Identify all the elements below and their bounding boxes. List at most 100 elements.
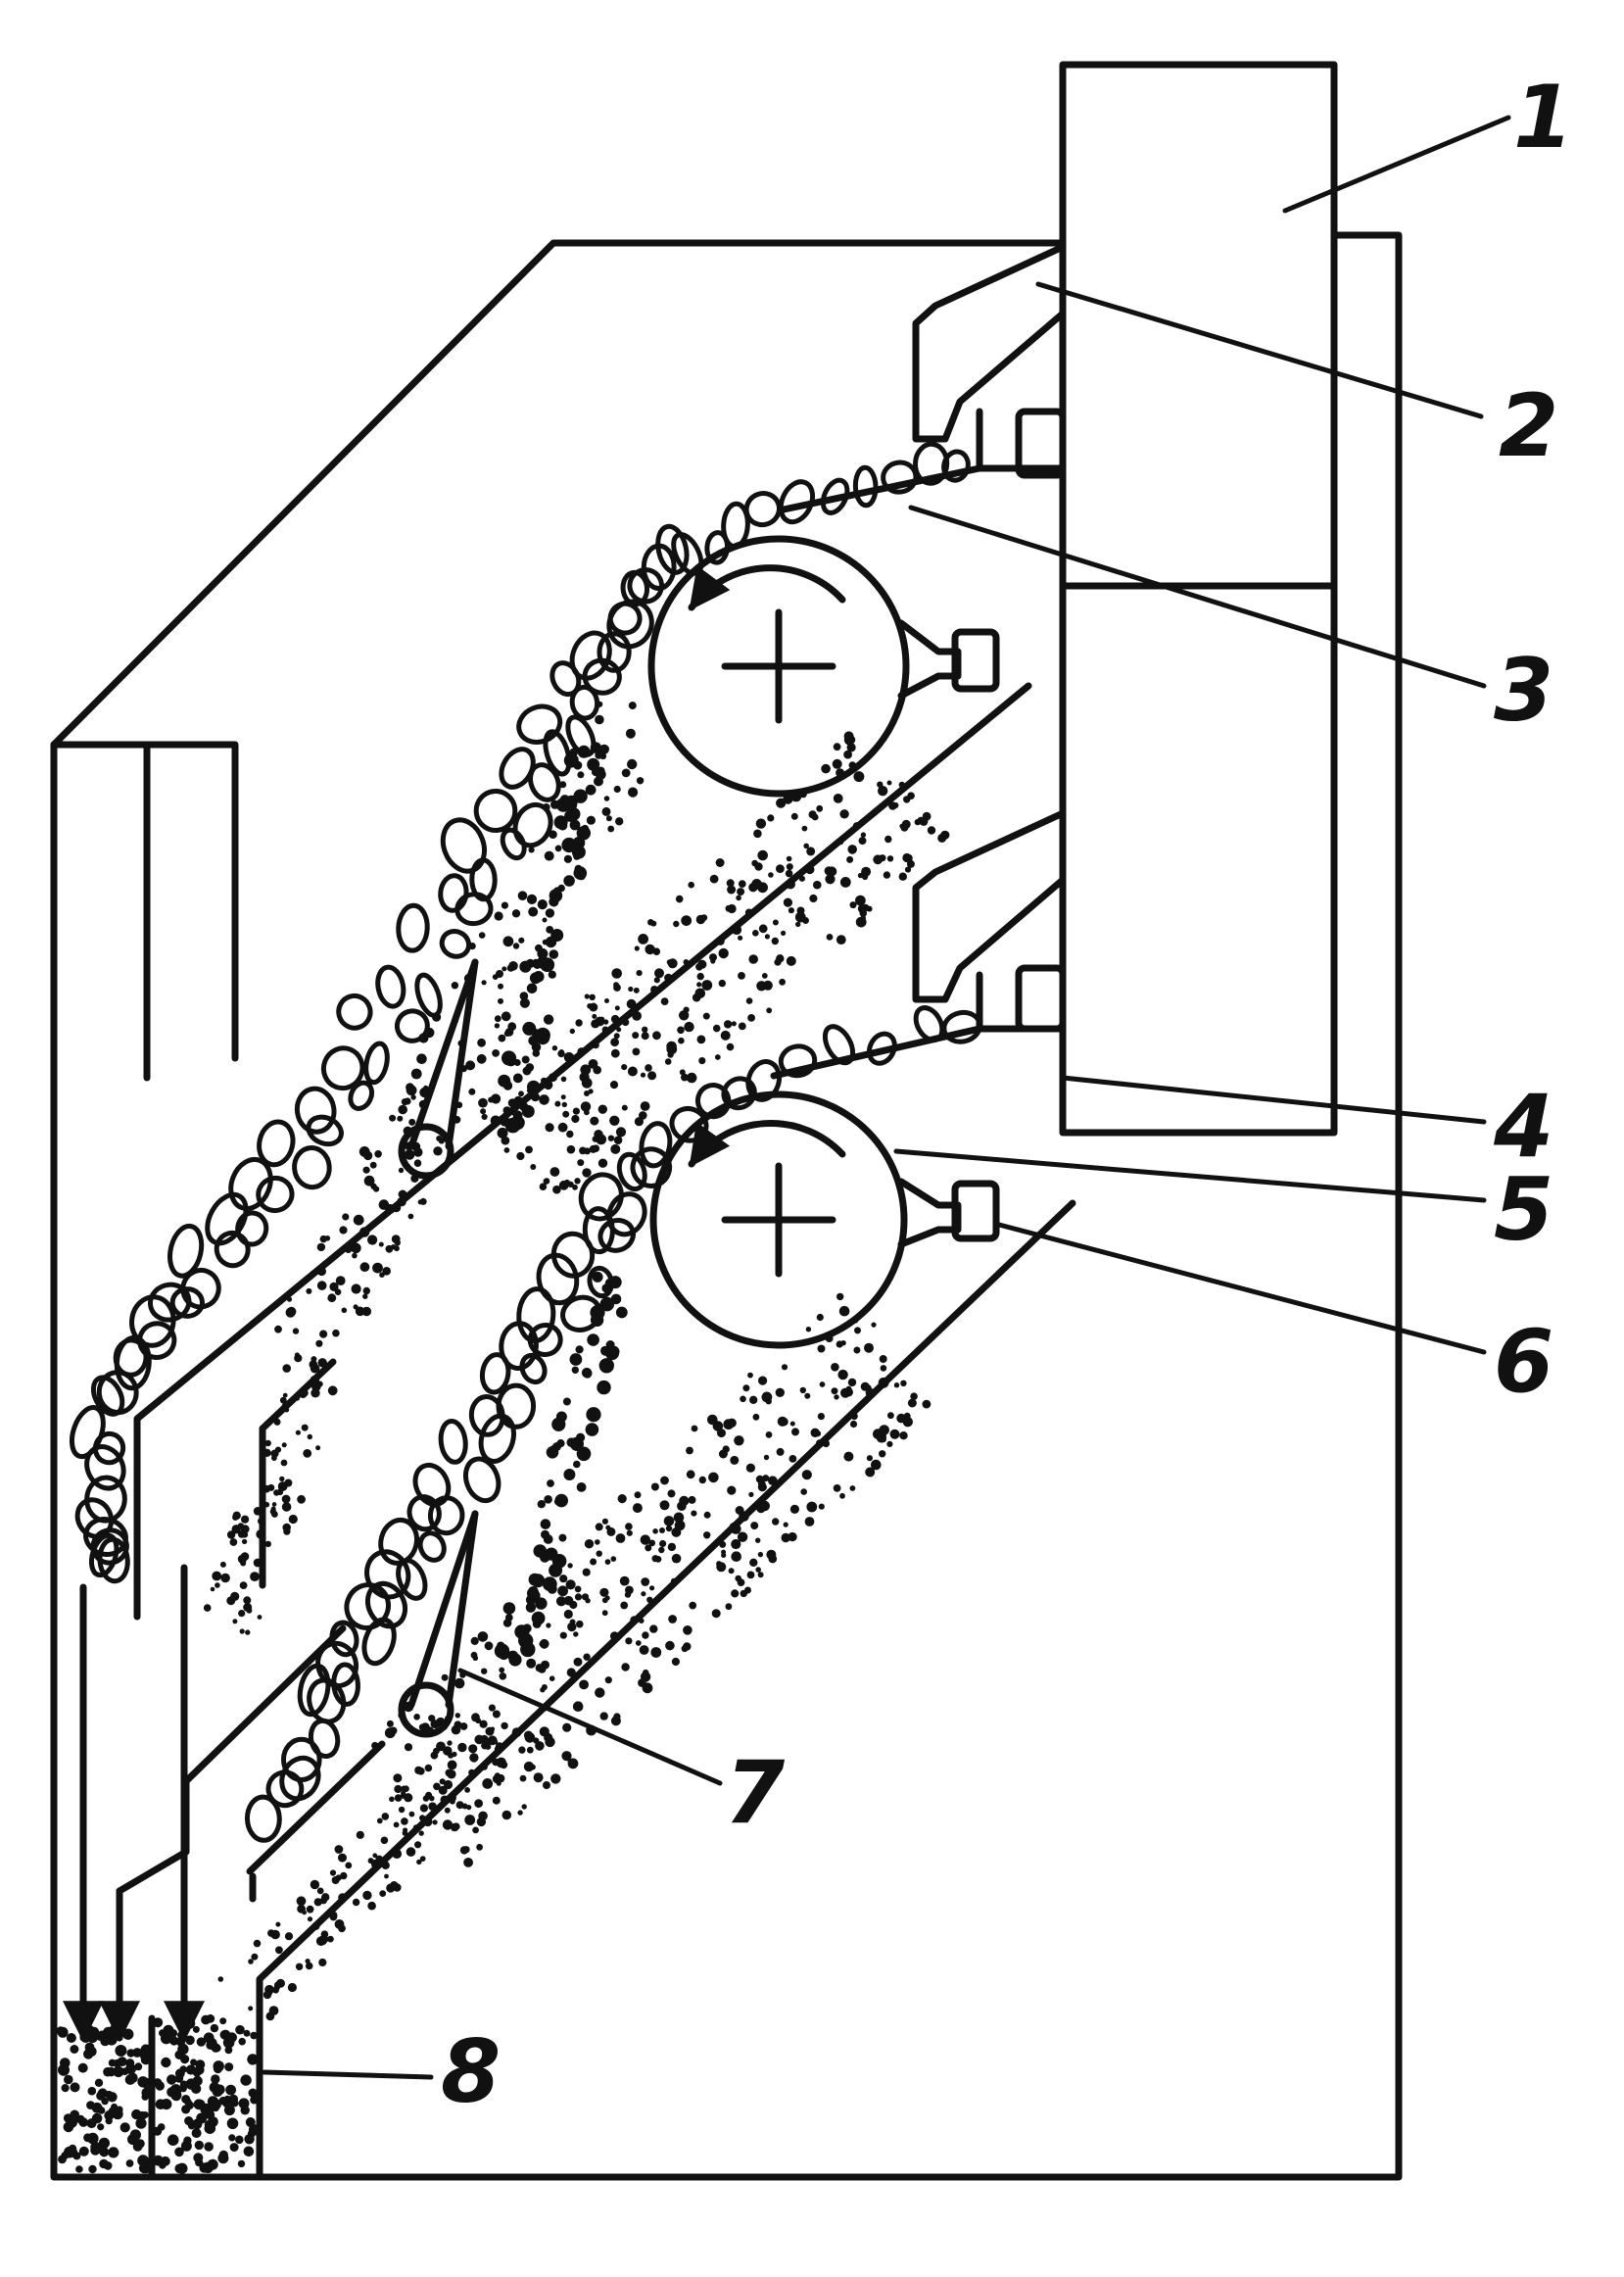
- coarse-particle: [519, 1352, 548, 1385]
- fine-particle: [344, 1245, 353, 1253]
- fine-particle: [401, 1817, 408, 1825]
- fine-particle: [282, 1392, 288, 1398]
- coarse-particle: [543, 729, 572, 777]
- fine-particle: [398, 1104, 408, 1115]
- bin-particle: [161, 2057, 171, 2068]
- bin-particle: [98, 2030, 106, 2039]
- fine-particle: [779, 978, 786, 986]
- fine-particle: [610, 1048, 620, 1058]
- fine-particle: [474, 1734, 485, 1745]
- fine-particle: [267, 1929, 275, 1937]
- bin-particle: [237, 2159, 246, 2168]
- fine-particle: [640, 1671, 651, 1682]
- fine-particle: [307, 1916, 313, 1922]
- fine-particle: [485, 1726, 495, 1736]
- fine-particle: [481, 1764, 488, 1770]
- fine-particle: [561, 1751, 572, 1762]
- coarse-particle: [549, 660, 582, 698]
- fine-particle: [735, 1506, 744, 1515]
- fine-particle: [628, 986, 634, 993]
- bin-particle: [185, 2064, 196, 2075]
- fine-particle: [563, 1051, 575, 1063]
- coarse-particle: [228, 1156, 273, 1212]
- fine-particle: [564, 809, 577, 822]
- fine-particle: [480, 1108, 487, 1115]
- fine-particle: [592, 1013, 597, 1019]
- fine-particle: [559, 1575, 568, 1583]
- fine-particle: [714, 1054, 721, 1060]
- fine-particle: [275, 1946, 283, 1955]
- fine-particle: [790, 791, 802, 802]
- fine-particle: [561, 1101, 567, 1108]
- bin-particle: [126, 2049, 135, 2058]
- bin-particle: [235, 2024, 245, 2035]
- fine-particle: [419, 1197, 427, 1205]
- fine-particle: [275, 1921, 281, 1927]
- fine-particle: [679, 1010, 690, 1021]
- fine-particle: [647, 919, 654, 926]
- fine-particle: [636, 970, 643, 977]
- fine-particle: [593, 1065, 601, 1075]
- fine-particle: [494, 1643, 510, 1659]
- coarse-particle: [582, 1206, 615, 1255]
- fine-particle: [745, 997, 753, 1004]
- fine-particle: [658, 1546, 665, 1554]
- fine-particle: [485, 1743, 492, 1750]
- fine-particle: [315, 1339, 323, 1347]
- fine-particle: [476, 1843, 483, 1851]
- fine-particle: [689, 1601, 697, 1610]
- fine-particle: [531, 1092, 540, 1102]
- bin-particle: [97, 2123, 105, 2131]
- fine-particle: [906, 859, 915, 868]
- fine-particle: [411, 1141, 421, 1151]
- fine-particle: [389, 1114, 397, 1122]
- fine-particle: [608, 1276, 622, 1289]
- bin-particle: [131, 2108, 142, 2120]
- fine-particle: [585, 1423, 599, 1436]
- fine-particle: [584, 1109, 590, 1116]
- fine-particle: [613, 984, 621, 992]
- fine-particle: [338, 1893, 348, 1903]
- fine-particle: [635, 1640, 642, 1646]
- fine-particle: [423, 1817, 433, 1827]
- bin-particle: [212, 2104, 220, 2112]
- fine-particle: [362, 1166, 370, 1174]
- bin-particle: [206, 2013, 215, 2023]
- fine-particle: [625, 1523, 633, 1530]
- fine-particle: [401, 1790, 406, 1796]
- fine-particle: [649, 1585, 655, 1591]
- fine-particle: [542, 1576, 557, 1592]
- fine-particle: [843, 1451, 854, 1462]
- fine-particle: [703, 1511, 711, 1519]
- fine-particle: [452, 1751, 457, 1758]
- coarse-particle: [88, 1532, 119, 1578]
- fine-particle: [853, 1346, 861, 1354]
- fine-particle: [481, 980, 487, 986]
- fine-particle: [627, 1066, 638, 1077]
- fine-particle: [394, 1784, 403, 1794]
- fine-particle: [438, 1785, 448, 1795]
- fine-particle: [232, 1619, 238, 1624]
- fine-particle: [756, 1503, 766, 1514]
- fine-particle: [860, 915, 866, 921]
- fine-particle: [403, 1785, 409, 1792]
- fine-particle: [554, 1100, 561, 1107]
- fine-particle: [264, 1439, 271, 1447]
- fine-particle: [370, 1859, 381, 1869]
- bin-particle: [191, 2128, 202, 2139]
- fine-particle: [677, 1026, 685, 1035]
- fine-particle: [526, 1658, 537, 1669]
- coarse-particle: [315, 1640, 359, 1689]
- fine-particle: [640, 1534, 650, 1545]
- fine-particle: [726, 1042, 735, 1051]
- fine-particle: [879, 1355, 887, 1363]
- bin-particle: [210, 2023, 219, 2033]
- drum-upper: [647, 535, 910, 798]
- fine-particle: [406, 1847, 416, 1857]
- fine-particle: [478, 1811, 488, 1821]
- fine-particle: [229, 1538, 238, 1546]
- fine-particle: [413, 1159, 422, 1167]
- fine-particle: [447, 1760, 457, 1770]
- fine-particle: [574, 1593, 583, 1601]
- coarse-particle: [307, 1677, 347, 1724]
